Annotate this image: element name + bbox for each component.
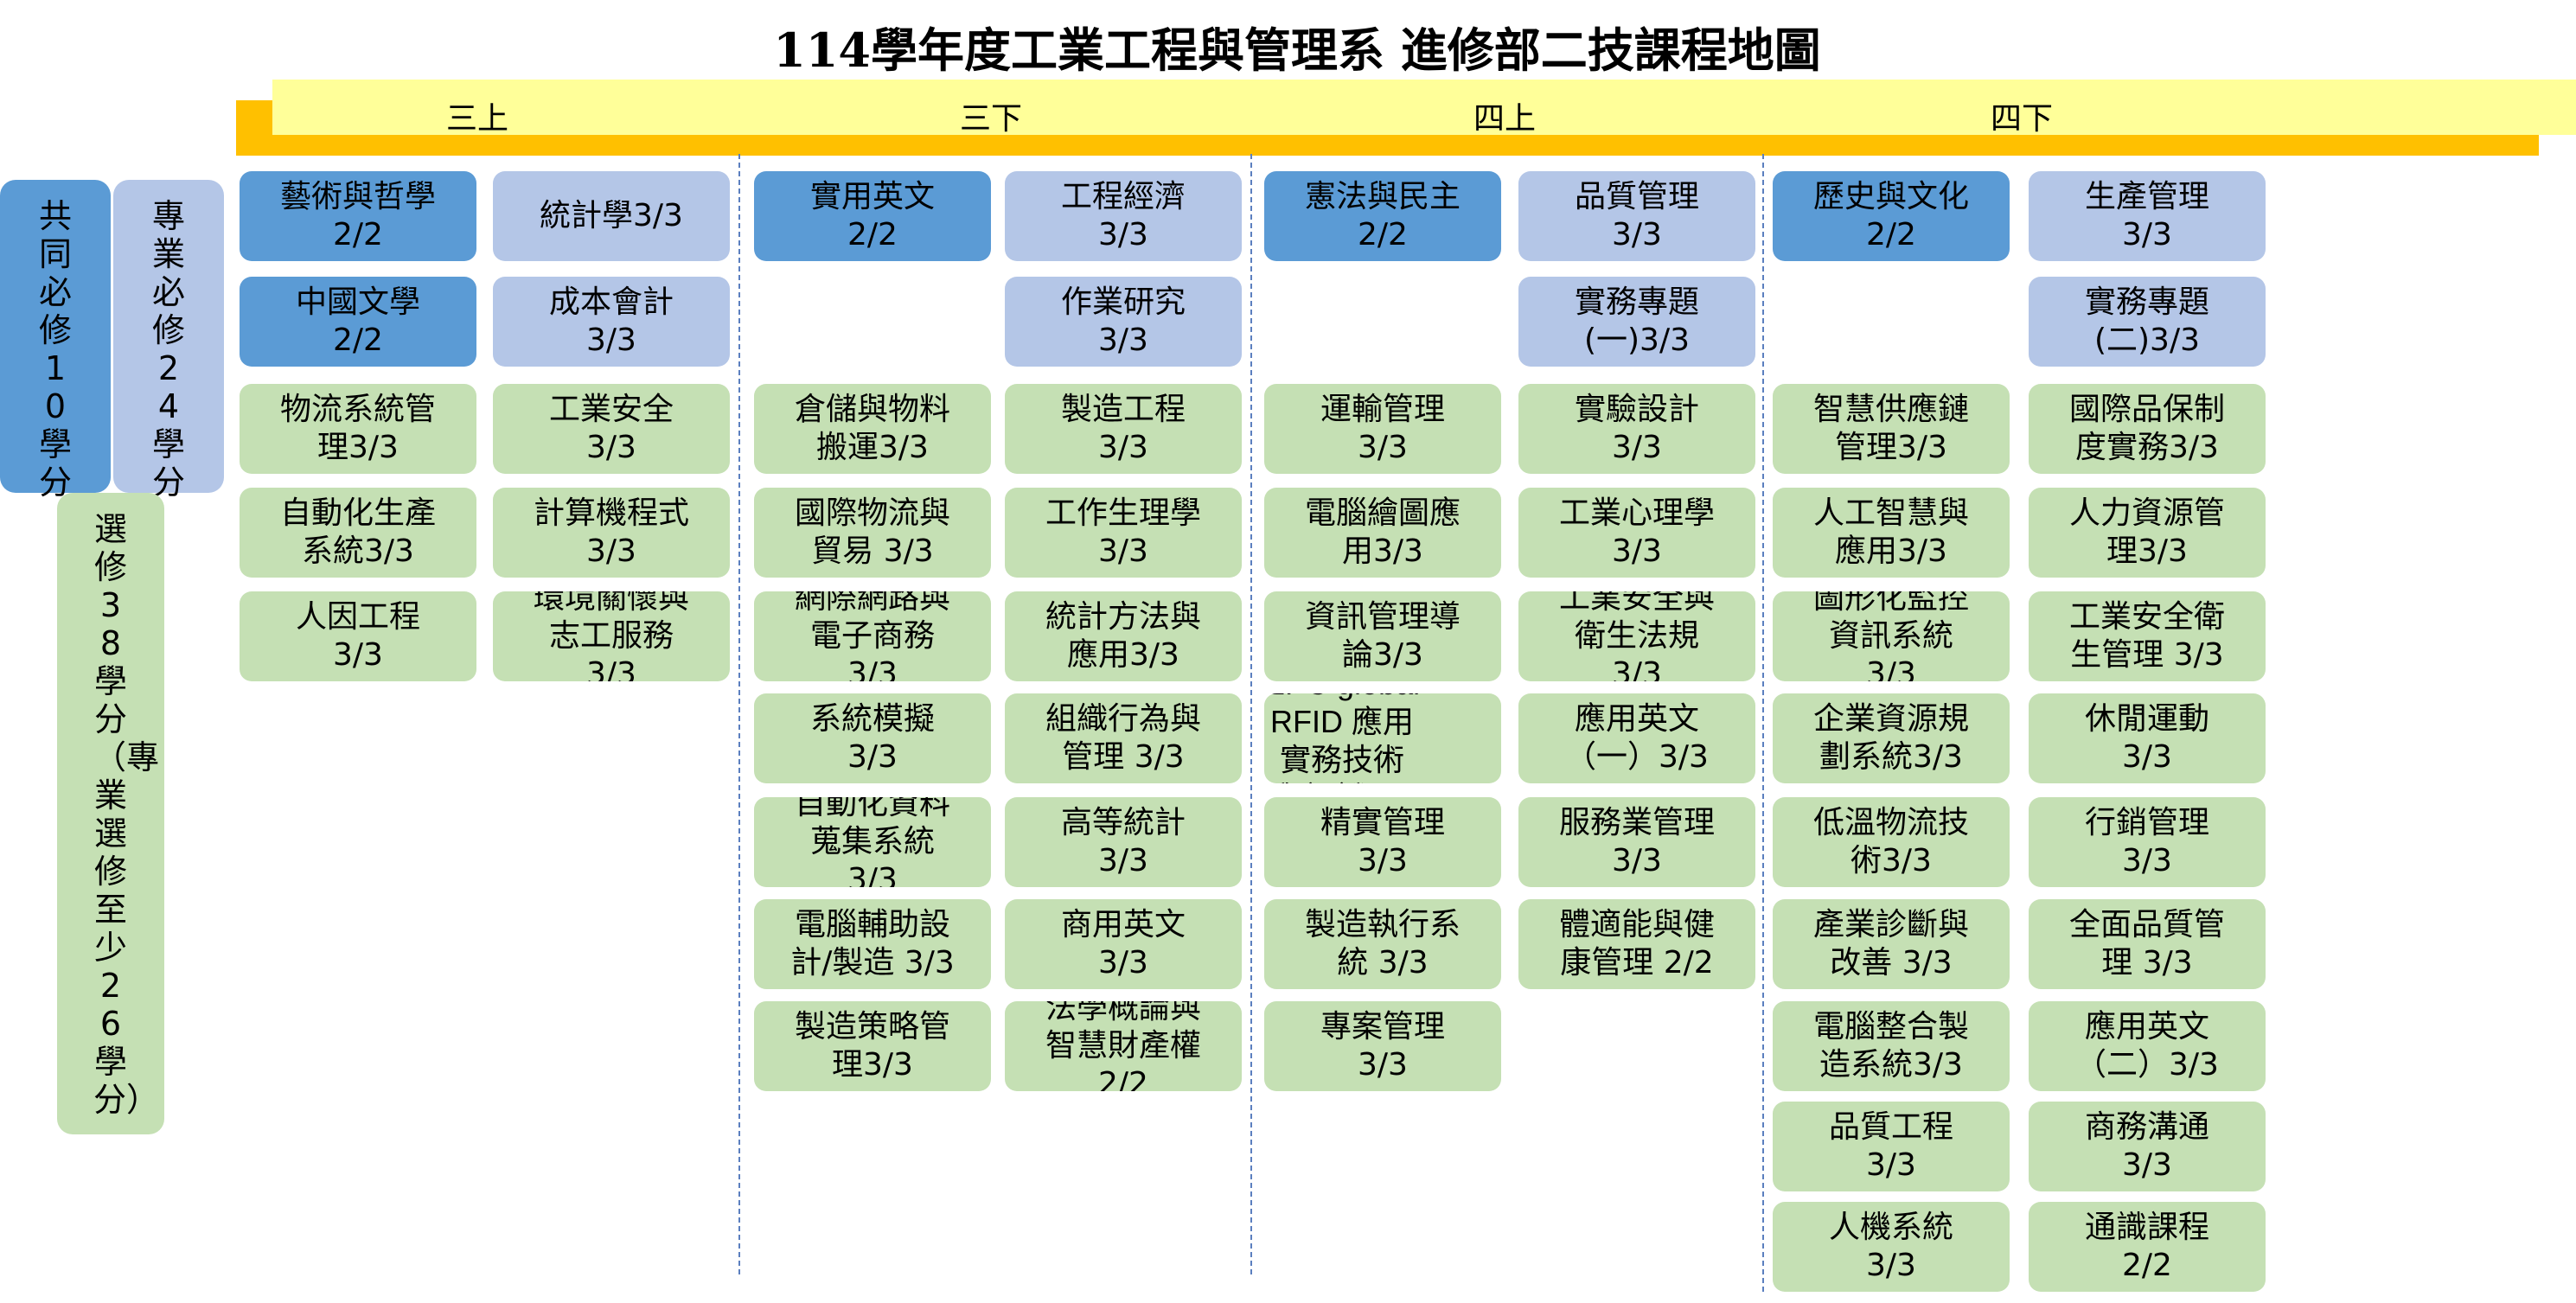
course-box: 商用英文 3/3 (1005, 899, 1242, 989)
course-box: 產業診斷與 改善 3/3 (1773, 899, 2010, 989)
course-box: 通識課程 2/2 (2029, 1202, 2266, 1292)
course-box: 電腦繪圖應 用3/3 (1264, 488, 1501, 578)
course-box: 智慧供應鏈 管理3/3 (1773, 384, 2010, 474)
course-box: 低溫物流技 術3/3 (1773, 797, 2010, 887)
course-box: 憲法與民主 2/2 (1264, 171, 1501, 261)
course-box: 資訊管理導 論3/3 (1264, 591, 1501, 681)
course-box: 品質管理 3/3 (1518, 171, 1755, 261)
course-box: 體適能與健 康管理 2/2 (1518, 899, 1755, 989)
course-box: 成本會計 3/3 (493, 277, 730, 367)
course-box: EPC global RFID 應用 實務技術 與認證3/3 (1264, 693, 1501, 783)
course-box: 服務業管理 3/3 (1518, 797, 1755, 887)
course-box: 環境關懷與 志工服務 3/3 (493, 591, 730, 681)
course-box: 行銷管理 3/3 (2029, 797, 2266, 887)
course-box: 國際品保制 度實務3/3 (2029, 384, 2266, 474)
course-box: 商務溝通 3/3 (2029, 1102, 2266, 1191)
course-box: 全面品質管 理 3/3 (2029, 899, 2266, 989)
course-box: 作業研究 3/3 (1005, 277, 1242, 367)
course-box: 計算機程式 3/3 (493, 488, 730, 578)
course-box: 電腦整合製 造系統3/3 (1773, 1001, 2010, 1091)
course-box: 中國文學 2/2 (240, 277, 476, 367)
course-box: 人力資源管 理3/3 (2029, 488, 2266, 578)
course-box: 物流系統管 理3/3 (240, 384, 476, 474)
course-box: 統計學3/3 (493, 171, 730, 261)
course-box: 工程經濟 3/3 (1005, 171, 1242, 261)
course-box: 系統模擬 3/3 (754, 693, 991, 783)
course-box: 實務專題 (二)3/3 (2029, 277, 2266, 367)
course-box: 歷史與文化 2/2 (1773, 171, 2010, 261)
course-box: 製造策略管 理3/3 (754, 1001, 991, 1091)
semester-divider (738, 154, 740, 1274)
course-box: 網際網路與 電子商務 3/3 (754, 591, 991, 681)
semester-label-4b: 四下 (1991, 101, 2054, 137)
legend-common-required: 共同必修10學分 (0, 180, 111, 501)
course-box: 製造執行系 統 3/3 (1264, 899, 1501, 989)
semester-divider (1250, 154, 1252, 1274)
semester-divider (1762, 154, 1764, 1292)
course-box: 品質工程 3/3 (1773, 1102, 2010, 1191)
course-box: 應用英文 （二）3/3 (2029, 1001, 2266, 1091)
course-box: 生產管理 3/3 (2029, 171, 2266, 261)
course-box: 電腦輔助設 計/製造 3/3 (754, 899, 991, 989)
course-box: 自動化生產 系統3/3 (240, 488, 476, 578)
page-title: 114學年度工業工程與管理系 進修部二技課程地圖 (773, 22, 1821, 78)
course-box: 運輸管理 3/3 (1264, 384, 1501, 474)
semester-label-3b: 三下 (960, 101, 1023, 137)
course-box: 組織行為與 管理 3/3 (1005, 693, 1242, 783)
course-box: 工業安全衛 生管理 3/3 (2029, 591, 2266, 681)
course-box: 人機系統 3/3 (1773, 1202, 2010, 1292)
semester-label-3a: 三上 (446, 101, 509, 137)
course-box: 法學概論與 智慧財產權 2/2 (1005, 1001, 1242, 1091)
course-box: 工作生理學 3/3 (1005, 488, 1242, 578)
course-box: 應用英文 （一）3/3 (1518, 693, 1755, 783)
semester-band-highlight (272, 80, 2576, 135)
course-box: 實務專題 (一)3/3 (1518, 277, 1755, 367)
course-box: 工業心理學 3/3 (1518, 488, 1755, 578)
legend-elective: 選修38學分（專業選修至少26學分） (57, 493, 164, 1134)
course-box: 人因工程 3/3 (240, 591, 476, 681)
course-box: 圖形化監控 資訊系統 3/3 (1773, 591, 2010, 681)
course-box: 國際物流與 貿易 3/3 (754, 488, 991, 578)
semester-label-4a: 四上 (1473, 101, 1537, 137)
course-box: 藝術與哲學 2/2 (240, 171, 476, 261)
course-box: 自動化資料 蒐集系統 3/3 (754, 797, 991, 887)
course-box: 專案管理 3/3 (1264, 1001, 1501, 1091)
course-box: 休閒運動 3/3 (2029, 693, 2266, 783)
course-box: 實用英文 2/2 (754, 171, 991, 261)
course-box: 人工智慧與 應用3/3 (1773, 488, 2010, 578)
course-box: 精實管理 3/3 (1264, 797, 1501, 887)
course-box: 工業安全 3/3 (493, 384, 730, 474)
course-box: 實驗設計 3/3 (1518, 384, 1755, 474)
course-box: 倉儲與物料 搬運3/3 (754, 384, 991, 474)
course-box: 企業資源規 劃系統3/3 (1773, 693, 2010, 783)
course-box: 製造工程 3/3 (1005, 384, 1242, 474)
course-box: 統計方法與 應用3/3 (1005, 591, 1242, 681)
course-box: 高等統計 3/3 (1005, 797, 1242, 887)
legend-major-required: 專業必修24學分 (113, 180, 224, 501)
course-box: 工業安全與 衛生法規 3/3 (1518, 591, 1755, 681)
